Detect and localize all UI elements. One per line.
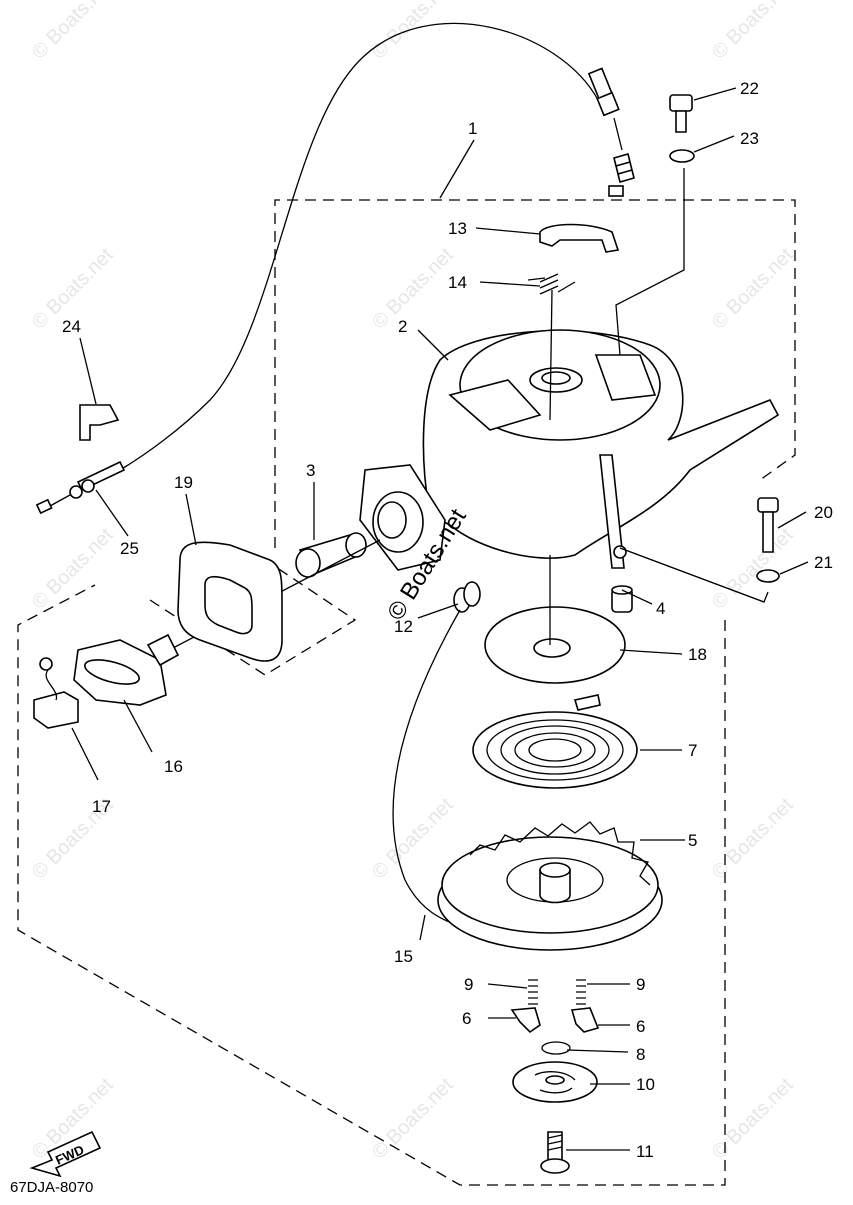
circlip-8	[541, 1041, 571, 1055]
cable-clamp-24	[79, 404, 120, 441]
watermark: © Boats.net	[368, 794, 458, 884]
callout-1: 1	[468, 119, 477, 138]
callout-labels: 1 2 3 4 5 6 6 7 8 9 9 10 11 12 13 14 15 …	[62, 79, 833, 1161]
callout-19: 19	[174, 473, 193, 492]
callout-5: 5	[688, 831, 697, 850]
upper-assembly-boundary	[274, 199, 796, 548]
grommet-12	[453, 581, 481, 613]
watermark: © Boats.net	[708, 794, 798, 884]
callout-6b: 6	[636, 1017, 645, 1036]
pawl-6-right	[570, 1007, 600, 1033]
callout-16: 16	[164, 757, 183, 776]
callout-10: 10	[636, 1075, 655, 1094]
callout-8: 8	[636, 1045, 645, 1064]
callout-14: 14	[448, 273, 467, 292]
starter-housing-2	[359, 329, 780, 571]
bolt-22	[669, 94, 693, 133]
callout-21: 21	[814, 553, 833, 572]
starter-cable	[119, 22, 599, 471]
pulley-5	[437, 821, 663, 951]
cable-outer-end	[35, 460, 126, 515]
lever-13	[539, 223, 620, 253]
spiral-spring-7	[472, 694, 638, 789]
seal-19	[177, 541, 283, 662]
callout-13: 13	[448, 219, 467, 238]
washer-23	[669, 149, 695, 163]
plate-18	[484, 606, 626, 684]
callout-9a: 9	[464, 975, 473, 994]
watermark: © Boats.net	[368, 0, 458, 64]
spring-14	[527, 273, 576, 295]
watermark: © Boats.net	[708, 244, 798, 334]
cable-end-fitting	[587, 67, 635, 197]
watermark: © Boats.net	[708, 0, 798, 64]
bolt-11	[540, 1131, 570, 1174]
callout-20: 20	[814, 503, 833, 522]
lower-assembly-boundary	[17, 584, 726, 1186]
callout-11: 11	[636, 1142, 654, 1161]
starter-handle-16	[73, 633, 180, 706]
rope-clip-17	[33, 657, 79, 729]
drive-plate-10	[512, 1061, 598, 1103]
watermark: © Boats.net	[28, 0, 118, 64]
callout-6a: 6	[462, 1009, 471, 1028]
handle-assembly-boundary	[149, 554, 357, 676]
watermark: © Boats.net	[28, 524, 118, 614]
callout-23: 23	[740, 129, 759, 148]
watermark: © Boats.net	[708, 524, 798, 614]
callout-22: 22	[740, 79, 759, 98]
spacer-4	[611, 585, 633, 613]
leader-lines	[71, 87, 809, 1151]
callout-25: 25	[120, 539, 139, 558]
callout-9b: 9	[636, 975, 645, 994]
callout-18: 18	[688, 645, 707, 664]
callout-15: 15	[394, 947, 413, 966]
watermark: © Boats.net	[368, 244, 458, 334]
callout-4: 4	[656, 599, 665, 618]
pawl-6-left	[510, 1007, 541, 1034]
callout-17: 17	[92, 797, 111, 816]
bolt-20	[757, 497, 779, 553]
spring-9-left	[528, 979, 538, 1005]
watermark: © Boats.net	[708, 1074, 798, 1164]
callout-7: 7	[688, 741, 697, 760]
spring-9-right	[576, 979, 586, 1005]
callout-3: 3	[306, 461, 315, 480]
bushing-3	[295, 532, 367, 578]
part-code: 67DJA-8070	[10, 1179, 93, 1196]
washer-21	[756, 569, 780, 583]
assembly-boundaries	[17, 199, 796, 1186]
callout-12: 12	[394, 617, 413, 636]
watermark: © Boats.net	[368, 1074, 458, 1164]
callout-2: 2	[398, 317, 407, 336]
starter-rope-15	[392, 609, 471, 931]
callout-24: 24	[62, 317, 81, 336]
